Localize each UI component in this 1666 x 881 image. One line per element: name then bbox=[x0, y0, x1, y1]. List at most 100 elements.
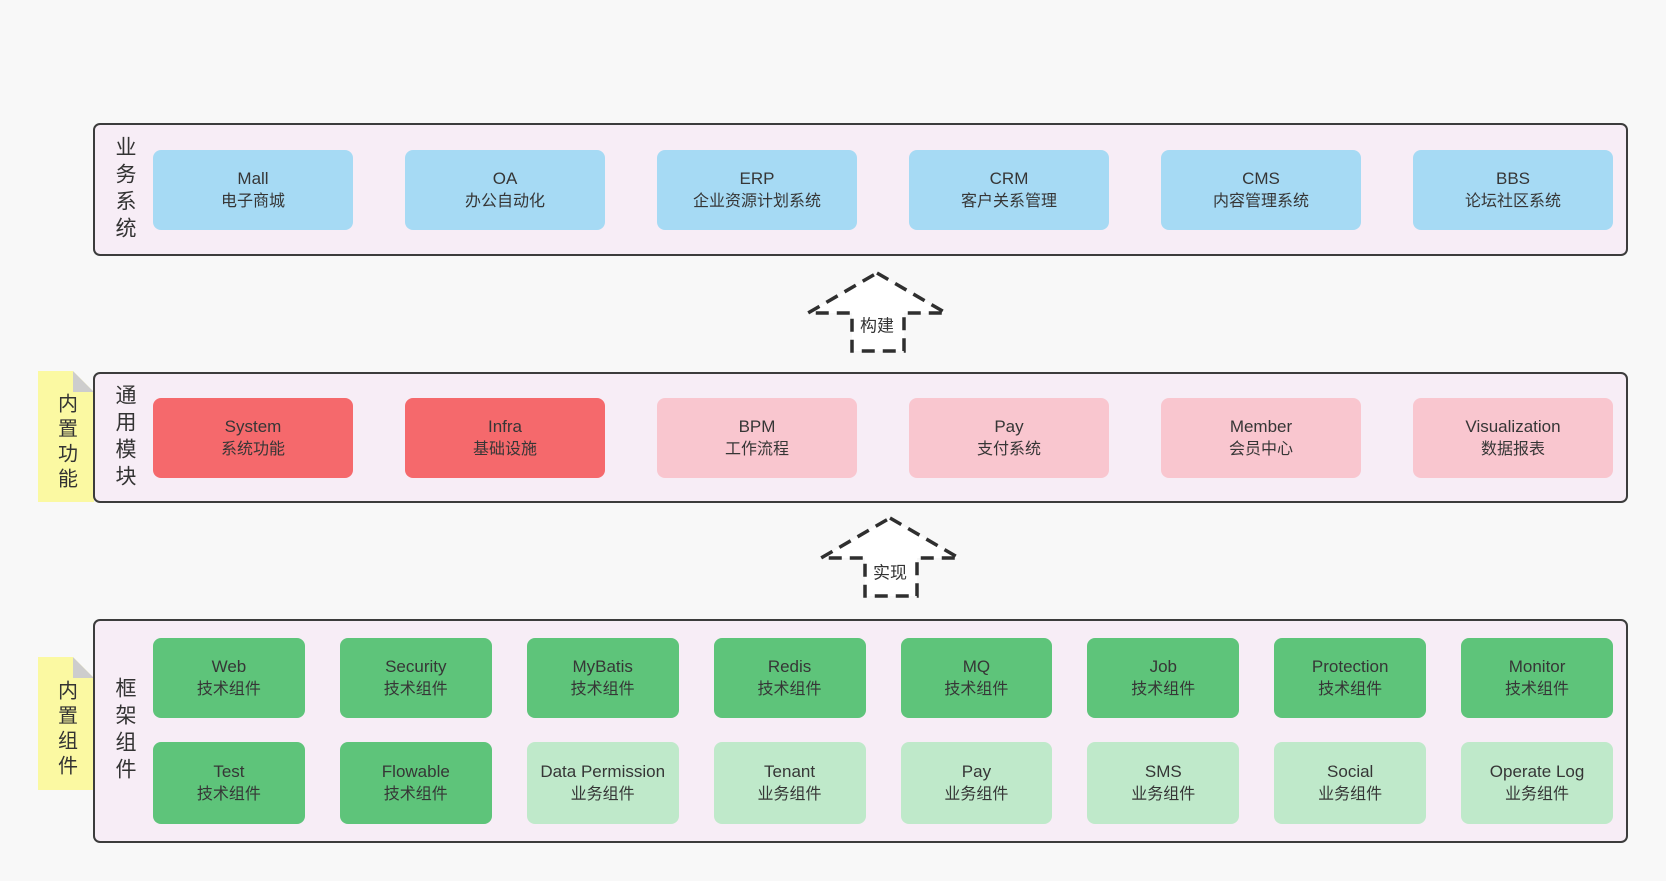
layer-content: Web 技术组件 Security 技术组件 MyBatis 技术组件 Redi… bbox=[153, 621, 1626, 841]
box-title: Monitor bbox=[1508, 657, 1566, 676]
box-title: MyBatis bbox=[572, 657, 633, 676]
component-box-data-permission: Data Permission 业务组件 bbox=[526, 742, 679, 824]
module-box-system: System 系统功能 bbox=[153, 397, 353, 478]
box-title: BPM bbox=[738, 416, 776, 436]
box-subtitle: 客户关系管理 bbox=[960, 192, 1057, 210]
box-subtitle: 业务组件 bbox=[570, 786, 635, 803]
layer-side-label: 业务系统 bbox=[95, 125, 153, 254]
box-subtitle: 办公自动化 bbox=[464, 192, 545, 210]
box-subtitle: 电子商城 bbox=[220, 192, 285, 210]
box-subtitle: 业务组件 bbox=[757, 786, 822, 803]
box-subtitle: 会员中心 bbox=[1228, 440, 1293, 458]
business-box-crm: CRM 客户关系管理 bbox=[909, 149, 1109, 230]
box-subtitle: 技术组件 bbox=[1505, 681, 1570, 698]
layer-common-modules: 通用模块 System 系统功能 Infra 基础设施 BPM 工作流程 Pay bbox=[93, 372, 1628, 503]
module-box-pay: Pay 支付系统 bbox=[909, 397, 1109, 478]
component-box-row-2: Test 技术组件 Flowable 技术组件 Data Permission … bbox=[153, 742, 1613, 824]
module-box-infra: Infra 基础设施 bbox=[405, 397, 605, 478]
business-box-bbs: BBS 论坛社区系统 bbox=[1413, 149, 1613, 230]
box-title: Test bbox=[213, 762, 245, 781]
box-title: Operate Log bbox=[1489, 762, 1585, 781]
component-box-job: Job 技术组件 bbox=[1087, 638, 1240, 718]
business-box-erp: ERP 企业资源计划系统 bbox=[657, 149, 857, 230]
box-subtitle: 论坛社区系统 bbox=[1464, 192, 1561, 210]
box-title: Visualization bbox=[1465, 416, 1561, 436]
box-subtitle: 业务组件 bbox=[944, 786, 1009, 803]
component-box-redis: Redis 技术组件 bbox=[713, 638, 866, 718]
module-box-bpm: BPM 工作流程 bbox=[657, 397, 857, 478]
component-box-mybatis: MyBatis 技术组件 bbox=[526, 638, 679, 718]
box-title: Mall bbox=[237, 168, 269, 188]
component-box-pay: Pay 业务组件 bbox=[900, 742, 1053, 824]
component-box-web: Web 技术组件 bbox=[153, 638, 305, 718]
layer-content: System 系统功能 Infra 基础设施 BPM 工作流程 Pay 支付系统… bbox=[153, 374, 1626, 501]
box-subtitle: 业务组件 bbox=[1505, 786, 1570, 803]
box-title: Redis bbox=[767, 657, 812, 676]
note-fold-corner-icon bbox=[73, 371, 94, 392]
component-box-flowable: Flowable 技术组件 bbox=[339, 742, 492, 824]
component-box-mq: MQ 技术组件 bbox=[900, 638, 1053, 718]
layer-business-systems: 业务系统 Mall 电子商城 OA 办公自动化 ERP 企业资源计划系统 CRM bbox=[93, 123, 1628, 256]
box-title: Job bbox=[1149, 657, 1178, 676]
box-subtitle: 技术组件 bbox=[944, 681, 1009, 698]
box-title: Social bbox=[1327, 762, 1374, 781]
component-box-security: Security 技术组件 bbox=[339, 638, 492, 718]
layer-side-label: 通用模块 bbox=[95, 374, 153, 501]
box-subtitle: 数据报表 bbox=[1480, 440, 1545, 458]
box-subtitle: 企业资源计划系统 bbox=[692, 192, 821, 210]
box-title: Data Permission bbox=[540, 762, 666, 781]
box-title: Infra bbox=[487, 416, 523, 436]
layer-content: Mall 电子商城 OA 办公自动化 ERP 企业资源计划系统 CRM 客户关系… bbox=[153, 125, 1626, 254]
box-title: Flowable bbox=[381, 762, 450, 781]
business-box-cms: CMS 内容管理系统 bbox=[1161, 149, 1361, 230]
sticky-note-label: 内置功能 bbox=[54, 392, 77, 493]
layer-side-label-text: 通用模块 bbox=[113, 383, 136, 492]
sticky-note-label: 内置组件 bbox=[54, 679, 77, 780]
component-box-test: Test 技术组件 bbox=[153, 742, 305, 824]
business-box-mall: Mall 电子商城 bbox=[153, 149, 353, 230]
box-subtitle: 业务组件 bbox=[1131, 786, 1196, 803]
component-box-row-1: Web 技术组件 Security 技术组件 MyBatis 技术组件 Redi… bbox=[153, 638, 1613, 718]
box-title: Pay bbox=[994, 416, 1024, 436]
box-title: SMS bbox=[1144, 762, 1182, 781]
business-box-oa: OA 办公自动化 bbox=[405, 149, 605, 230]
box-title: MQ bbox=[962, 657, 991, 676]
box-title: Pay bbox=[961, 762, 992, 781]
box-title: Protection bbox=[1311, 657, 1389, 676]
box-subtitle: 业务组件 bbox=[1318, 786, 1383, 803]
box-subtitle: 技术组件 bbox=[383, 681, 448, 698]
module-box-member: Member 会员中心 bbox=[1161, 397, 1361, 478]
box-subtitle: 系统功能 bbox=[220, 440, 285, 458]
box-title: ERP bbox=[739, 168, 775, 188]
module-box-row: System 系统功能 Infra 基础设施 BPM 工作流程 Pay 支付系统… bbox=[153, 397, 1613, 478]
component-box-protection: Protection 技术组件 bbox=[1274, 638, 1427, 718]
box-subtitle: 技术组件 bbox=[757, 681, 822, 698]
sticky-note-builtin-components: 内置组件 bbox=[38, 657, 94, 790]
box-title: Web bbox=[211, 657, 247, 676]
box-subtitle: 工作流程 bbox=[724, 440, 789, 458]
component-box-sms: SMS 业务组件 bbox=[1087, 742, 1240, 824]
layer-side-label: 框架组件 bbox=[95, 621, 153, 841]
business-box-row: Mall 电子商城 OA 办公自动化 ERP 企业资源计划系统 CRM 客户关系… bbox=[153, 149, 1613, 230]
box-subtitle: 支付系统 bbox=[976, 440, 1041, 458]
box-subtitle: 基础设施 bbox=[472, 440, 537, 458]
box-title: Tenant bbox=[764, 762, 816, 781]
box-subtitle: 技术组件 bbox=[570, 681, 635, 698]
implement-arrow-label: 实现 bbox=[868, 557, 912, 585]
box-title: OA bbox=[492, 168, 518, 188]
box-title: BBS bbox=[1495, 168, 1531, 188]
box-title: Member bbox=[1229, 416, 1293, 436]
box-subtitle: 技术组件 bbox=[196, 786, 261, 803]
box-title: Security bbox=[385, 657, 447, 676]
sticky-note-builtin-features: 内置功能 bbox=[38, 371, 94, 502]
module-box-visualization: Visualization 数据报表 bbox=[1413, 397, 1613, 478]
build-arrow-label: 构建 bbox=[855, 310, 899, 338]
component-box-social: Social 业务组件 bbox=[1274, 742, 1427, 824]
note-fold-corner-icon bbox=[73, 657, 94, 678]
box-subtitle: 技术组件 bbox=[196, 681, 261, 698]
box-title: CRM bbox=[989, 168, 1029, 188]
implement-arrow-up-icon bbox=[814, 515, 966, 598]
component-box-monitor: Monitor 技术组件 bbox=[1461, 638, 1613, 718]
layer-framework-components: 框架组件 Web 技术组件 Security 技术组件 MyBatis 技术组件… bbox=[93, 619, 1628, 843]
